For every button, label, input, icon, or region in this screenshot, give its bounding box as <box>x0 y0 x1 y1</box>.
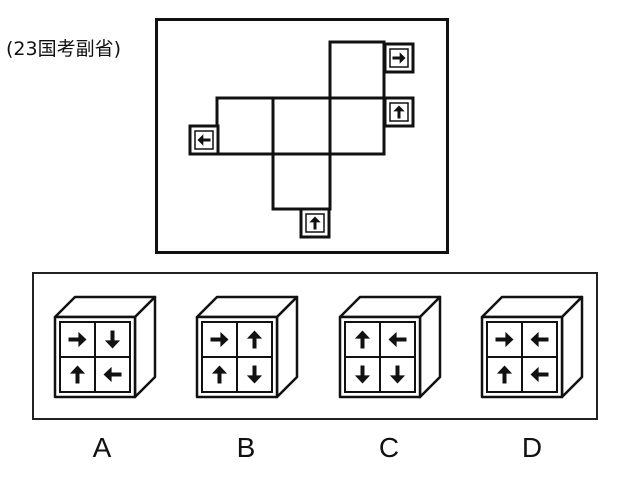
flag-bottom-arrow-icon <box>309 216 321 230</box>
flag-bottom <box>299 207 331 239</box>
arrow-down-icon <box>389 365 406 384</box>
arrow-left-icon <box>530 366 549 383</box>
options-frame <box>32 272 598 420</box>
flag-left-arrow-icon <box>197 134 211 146</box>
cube-option-a[interactable] <box>53 295 157 399</box>
arrow-down-icon <box>246 365 263 384</box>
arrow-down-icon <box>104 330 121 349</box>
cube-option-d[interactable] <box>480 295 584 399</box>
flag-left <box>188 124 220 156</box>
flag-mid-right <box>383 96 415 128</box>
cube-option-b[interactable] <box>195 295 299 399</box>
arrow-up-icon <box>211 365 228 384</box>
arrow-right-icon <box>210 331 229 348</box>
puzzle-frame <box>155 18 449 254</box>
flag-top-right <box>383 42 415 74</box>
flag-mid-right-arrow-icon <box>393 105 405 119</box>
arrow-up-icon <box>496 365 513 384</box>
arrow-up-icon <box>354 330 371 349</box>
option-label-d[interactable]: D <box>521 432 543 463</box>
cube-option-c[interactable] <box>338 295 442 399</box>
arrow-up-icon <box>69 365 86 384</box>
option-label-c[interactable]: C <box>378 432 400 463</box>
flag-top-right-arrow-icon <box>392 52 406 64</box>
arrow-up-icon <box>246 330 263 349</box>
source-tag: (23国考副省) <box>6 38 122 60</box>
arrow-right-icon <box>68 331 87 348</box>
arrow-left-icon <box>530 331 549 348</box>
arrow-left-icon <box>103 366 122 383</box>
arrow-left-icon <box>388 331 407 348</box>
arrow-down-icon <box>354 365 371 384</box>
option-label-a[interactable]: A <box>92 432 112 463</box>
arrow-right-icon <box>495 331 514 348</box>
option-label-b[interactable]: B <box>236 432 256 463</box>
